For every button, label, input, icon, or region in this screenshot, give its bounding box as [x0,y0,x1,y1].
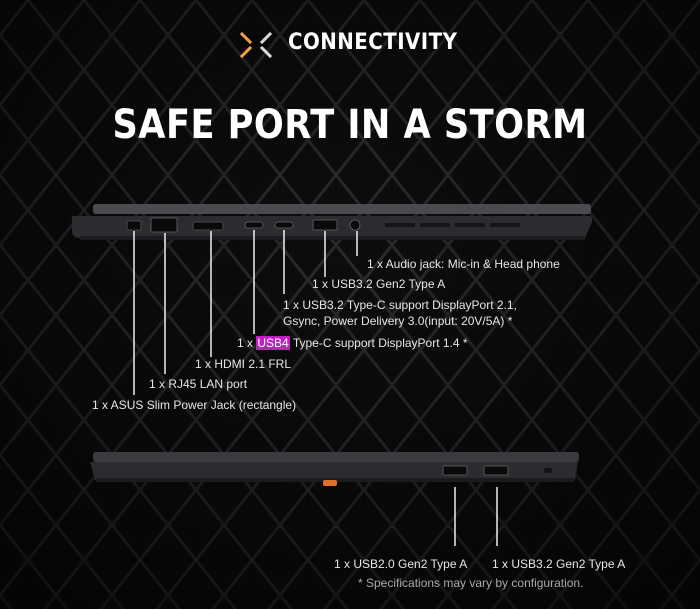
usb4-suffix: Type-C support DisplayPort 1.4 * [289,336,468,350]
label-usb4: 1 x USB4 Type-C support DisplayPort 1.4 … [237,335,468,351]
label-usb32-right: 1 x USB3.2 Gen2 Type A [492,557,626,571]
label-usb-c-line1: 1 x USB3.2 Type-C support DisplayPort 2.… [283,298,517,312]
laptop-left-side [72,204,593,240]
spec-footnote: * Specifications may vary by configurati… [358,576,584,590]
label-audio-jack: 1 x Audio jack: Mic-in & Head phone [367,257,560,271]
laptop-right-side [90,452,579,486]
right-callout-lines [454,487,498,546]
label-hdmi: 1 x HDMI 2.1 FRL [195,357,292,371]
label-power-jack: 1 x ASUS Slim Power Jack (rectangle) [92,398,297,412]
label-usb32-type-a-left: 1 x USB3.2 Gen2 Type A [312,277,446,291]
left-callout-lines [133,230,358,395]
page-title: SAFE PORT IN A STORM [112,102,588,148]
usb4-highlight: USB4 [256,336,290,350]
usb4-prefix: 1 x [237,336,257,350]
x-logo-icon [240,32,272,58]
section-header: CONNECTIVITY [0,28,700,62]
header-title: CONNECTIVITY [288,30,458,55]
label-usb20-right: 1 x USB2.0 Gen2 Type A [334,557,468,571]
label-rj45-lan: 1 x RJ45 LAN port [149,377,248,391]
label-usb-c-line2: Gsync, Power Delivery 3.0(input: 20V/5A)… [283,314,513,328]
